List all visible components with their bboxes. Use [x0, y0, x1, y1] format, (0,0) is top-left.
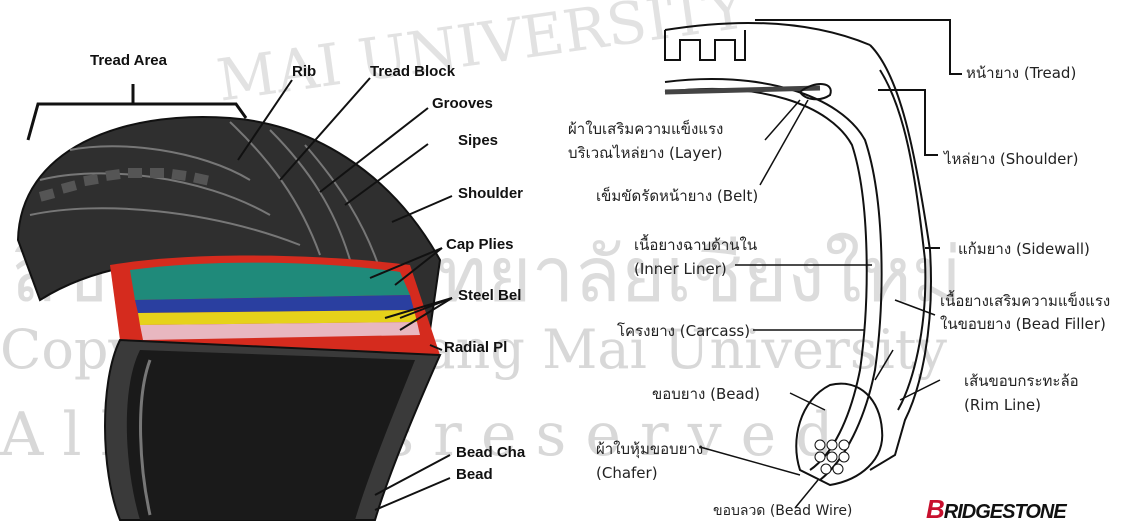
label-bead-filler-line1: เนื้อยางเสริมความแข็งแรง [940, 290, 1110, 312]
label-rim-line-line1: เส้นขอบกระทะล้อ [964, 370, 1079, 392]
bridgestone-logo: BRIDGESTONE [926, 494, 1066, 525]
label-rib: Rib [292, 63, 316, 80]
label-bead-wire: ขอบลวด (Bead Wire) [713, 500, 852, 522]
label-tread-block: Tread Block [370, 63, 455, 80]
label-steel-belts: Steel Bel [458, 287, 521, 304]
label-layer-line2: บริเวณไหล่ยาง (Layer) [568, 142, 723, 164]
label-radial-ply: Radial Pl [444, 339, 507, 356]
brand-rest: RIDGESTONE [944, 501, 1066, 523]
tread-top [665, 23, 870, 45]
label-tread-area: Tread Area [90, 52, 167, 69]
label-chafer-line1: ผ้าใบหุ้มขอบยาง [596, 438, 703, 460]
label-layer-line1: ผ้าใบเสริมความแข็งแรง [568, 118, 723, 140]
tread-teeth [665, 30, 745, 60]
label-rim-line-line2: (Rim Line) [964, 394, 1041, 416]
label-bead-filler-line2: ในขอบยาง (Bead Filler) [940, 313, 1106, 335]
brand-initial: B [926, 494, 944, 524]
label-inner-liner-line1: เนื้อยางฉาบด้านใน [634, 234, 757, 256]
label-belt: เข็มขัดรัดหน้ายาง (Belt) [596, 185, 758, 207]
label-shoulder-left: Shoulder [458, 185, 523, 202]
teal-cap-ply [130, 263, 410, 300]
label-inner-liner-line2: (Inner Liner) [634, 258, 727, 280]
label-carcass: โครงยาง (Carcass) [617, 320, 750, 342]
label-sipes: Sipes [458, 132, 498, 149]
label-tread: หน้ายาง (Tread) [966, 62, 1076, 84]
label-cap-plies: Cap Plies [446, 236, 514, 253]
label-sidewall: แก้มยาง (Sidewall) [958, 238, 1090, 260]
label-bead-chafer: Bead Cha [456, 444, 525, 461]
label-grooves: Grooves [432, 95, 493, 112]
label-chafer-line2: (Chafer) [596, 462, 658, 484]
label-bead-left: Bead [456, 466, 493, 483]
label-shoulder-right: ไหล่ยาง (Shoulder) [944, 148, 1078, 170]
tread-bracket [755, 20, 962, 74]
label-bead-right: ขอบยาง (Bead) [652, 383, 760, 405]
